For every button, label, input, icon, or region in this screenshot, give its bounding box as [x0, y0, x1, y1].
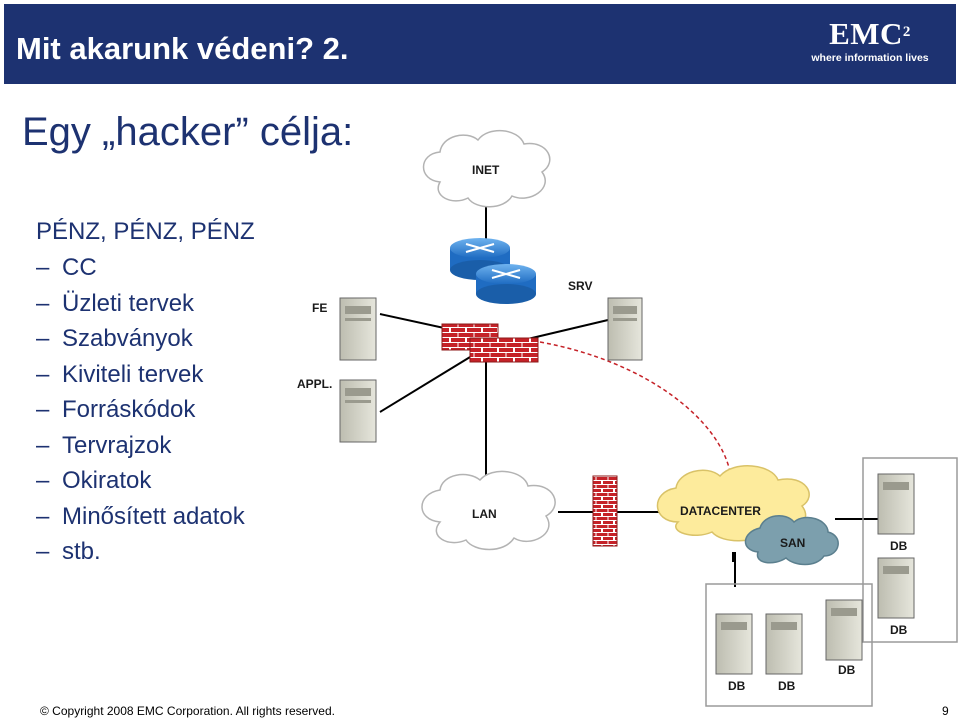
sub-bullet-text: stb. [62, 538, 101, 565]
sub-bullet-text: Forráskódok [62, 396, 196, 423]
sub-bullet: –Okiratok [36, 463, 255, 499]
label-db: DB [778, 679, 796, 693]
label-db: DB [890, 623, 908, 637]
label-inet: INET [472, 163, 500, 177]
page-number: 9 [942, 704, 949, 718]
dash: – [36, 431, 50, 459]
sub-bullet-text: Minősített adatok [62, 502, 245, 530]
dash: – [36, 396, 50, 423]
bullet-main: PÉNZ, PÉNZ, PÉNZ [36, 218, 255, 245]
emc-logo: EMC2 where information lives [808, 16, 932, 72]
sub-bullet-text: Üzleti tervek [62, 289, 195, 317]
label-db: DB [890, 539, 908, 553]
sub-bullet: –Szabványok [36, 321, 255, 357]
sub-bullet: –Forráskódok [36, 392, 255, 428]
srv-dc-dashed-link [539, 341, 731, 473]
lan-cloud: LAN [421, 470, 556, 551]
dash: – [36, 360, 50, 388]
logo-tagline: where information lives [811, 52, 929, 64]
db-server-icon: DB [877, 557, 915, 637]
firewall-icon [441, 323, 539, 363]
db-server-icon: DB [715, 613, 753, 693]
label-san: SAN [780, 536, 805, 550]
label-srv: SRV [568, 279, 592, 293]
label-datacenter: DATACENTER [680, 504, 761, 518]
label-fe: FE [312, 301, 327, 315]
sub-bullet-text: Tervrajzok [62, 431, 172, 459]
db-group-box-right [862, 457, 958, 643]
logo-mark-text: EMC [829, 16, 903, 51]
header-bar: Mit akarunk védeni? 2. [4, 4, 956, 84]
inet-cloud: INET [422, 129, 551, 208]
dash: – [36, 538, 50, 565]
label-lan: LAN [472, 507, 497, 521]
label-appl: APPL. [297, 377, 332, 391]
db-server-icon: DB [825, 599, 863, 677]
dash: – [36, 289, 50, 317]
sub-bullet: –Kiviteli tervek [36, 357, 255, 393]
router-icon [476, 264, 536, 304]
db-server-icon: DB [765, 613, 803, 693]
slide-subtitle: Egy „hacker” célja: [22, 110, 354, 154]
firewall-icon [592, 475, 618, 547]
logo-mark: EMC2 [808, 16, 932, 52]
network-diagram: INET SRV FE APPL. [297, 129, 958, 707]
sub-bullet: –Minősített adatok [36, 499, 255, 535]
fw-appl-link [379, 353, 476, 413]
sub-bullet: –CC [36, 250, 255, 286]
footer-copyright: © Copyright 2008 EMC Corporation. All ri… [40, 704, 335, 718]
header: Mit akarunk védeni? 2. EMC2 where inform… [0, 0, 960, 88]
sub-bullet-text: Szabványok [62, 325, 193, 352]
db-group-box-bottom [705, 583, 873, 707]
dash: – [36, 502, 50, 530]
sub-bullet: –Üzleti tervek [36, 286, 255, 322]
sub-bullet-text: Okiratok [62, 467, 152, 494]
sub-bullet: –Tervrajzok [36, 428, 255, 464]
bullet-list: PÉNZ, PÉNZ, PÉNZ –CC –Üzleti tervek –Sza… [36, 214, 255, 570]
san-cloud: SAN [744, 515, 839, 566]
sub-bullet-list: –CC –Üzleti tervek –Szabványok –Kiviteli… [36, 250, 255, 570]
logo-superscript: 2 [902, 24, 911, 40]
server-icon: APPL. [297, 377, 377, 443]
server-icon: FE [312, 297, 377, 361]
sub-bullet-text: Kiviteli tervek [62, 360, 204, 388]
sub-bullet-text: CC [62, 254, 97, 281]
dash: – [36, 254, 50, 281]
label-db: DB [728, 679, 746, 693]
server-icon: SRV [568, 279, 643, 361]
db-server-icon: DB [877, 473, 915, 553]
dash: – [36, 325, 50, 352]
slide-title: Mit akarunk védeni? 2. [16, 31, 349, 66]
dash: – [36, 467, 50, 494]
sub-bullet: –stb. [36, 534, 255, 570]
label-db: DB [838, 663, 856, 677]
